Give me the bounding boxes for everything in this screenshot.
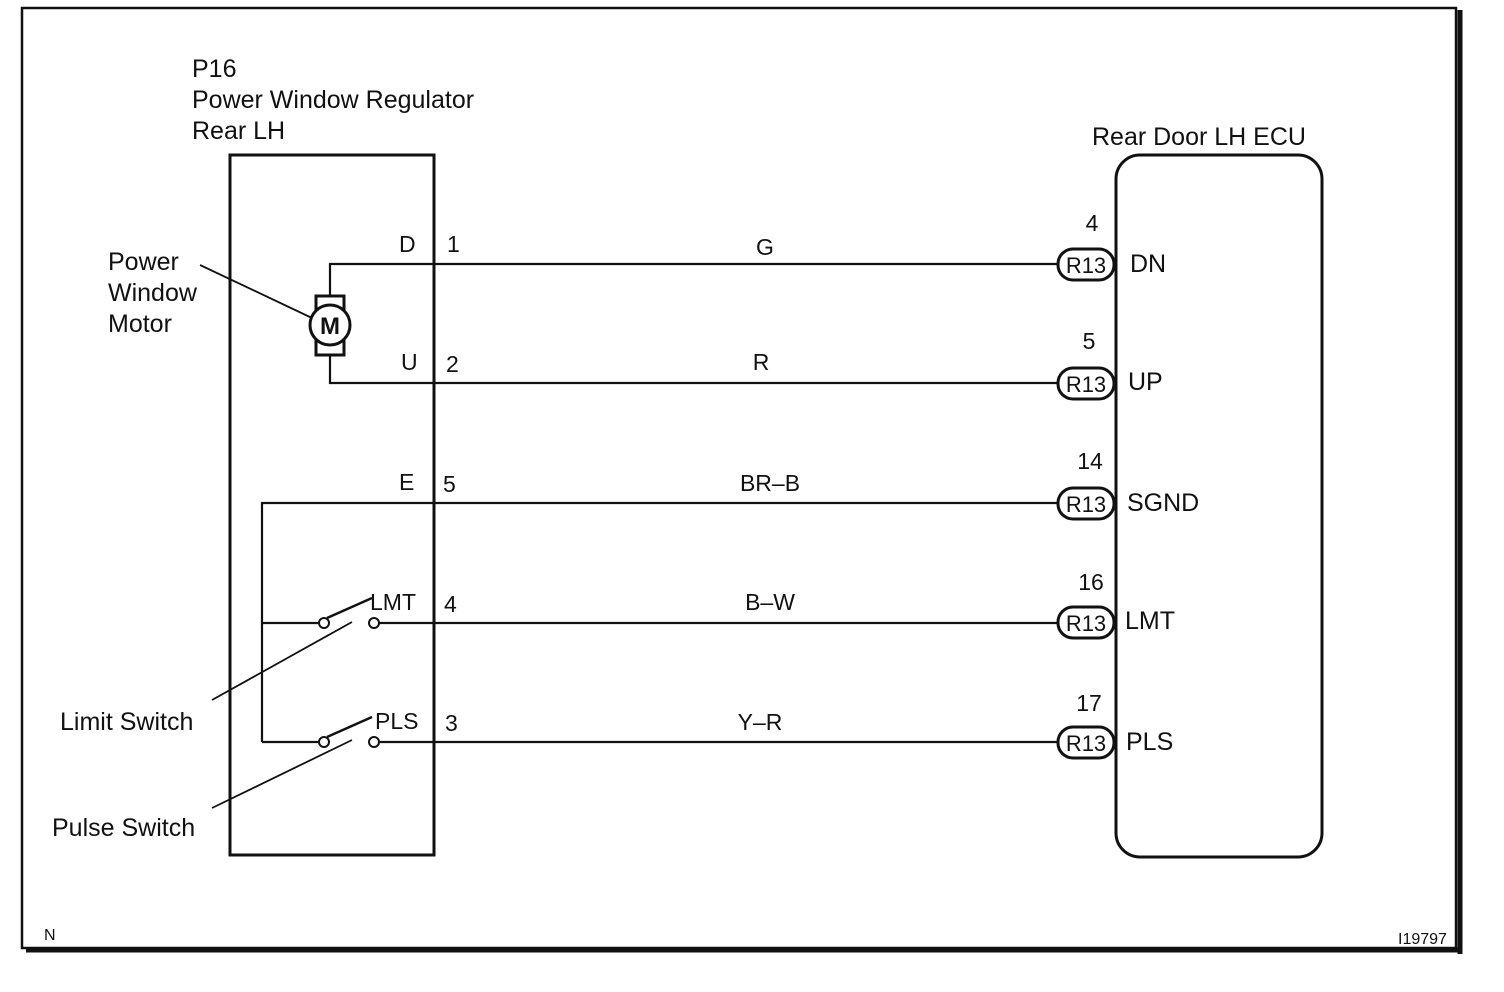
connector-r13-pls-label: R13 xyxy=(1066,731,1106,756)
regulator-box xyxy=(228,153,436,857)
limit-switch-contact-right xyxy=(368,617,380,629)
regulator-pin-3: 3 xyxy=(445,710,458,736)
wire-color-br-b: BR–B xyxy=(740,470,800,496)
motor-label-line1: Power xyxy=(108,248,179,276)
regulator-terminal-u: U xyxy=(401,349,418,375)
wire-color-b-w: B–W xyxy=(745,589,795,615)
limit-switch-blade xyxy=(326,596,373,620)
regulator-terminal-pls: PLS xyxy=(375,708,418,734)
footer-left-code: N xyxy=(44,927,56,944)
ecu-terminal-pls: PLS xyxy=(1126,728,1173,756)
limit-switch-label: Limit Switch xyxy=(60,708,193,736)
ecu-pin-4: 4 xyxy=(1086,210,1099,236)
regulator-name-line2: Rear LH xyxy=(192,117,285,145)
ecu-pin-5: 5 xyxy=(1083,328,1096,354)
circuit-lmt: LMT 4 B–W 16 R13 LMT xyxy=(370,569,1175,640)
pulse-switch-label: Pulse Switch xyxy=(52,814,195,842)
footer-right-code: I19797 xyxy=(1398,931,1447,948)
wire-color-g: G xyxy=(756,234,774,260)
circuit-dn: D 1 G 4 R13 DN xyxy=(399,210,1166,282)
regulator-pin-2: 2 xyxy=(446,351,459,377)
motor-leader-line xyxy=(199,264,313,319)
connector-r13-up xyxy=(1056,366,1116,401)
wire-color-r: R xyxy=(753,349,770,375)
regulator-terminal-lmt: LMT xyxy=(370,589,416,615)
ecu-name: Rear Door LH ECU xyxy=(1092,123,1306,151)
circuit-pls: PLS 3 Y–R 17 R13 PLS xyxy=(375,690,1173,760)
pulse-switch-contact-right xyxy=(368,736,380,748)
ecu-box xyxy=(1114,153,1324,859)
regulator-terminal-d: D xyxy=(399,231,416,257)
ecu-terminal-sgnd: SGND xyxy=(1127,489,1199,517)
regulator-pin-5: 5 xyxy=(443,471,456,497)
connector-r13-dn-label: R13 xyxy=(1066,253,1106,278)
diagram-frame xyxy=(20,6,1463,954)
ecu-terminal-dn: DN xyxy=(1130,250,1166,278)
connector-r13-lmt-label: R13 xyxy=(1066,611,1106,636)
circuit-up: U 2 R 5 R13 UP xyxy=(401,328,1163,401)
regulator-code: P16 xyxy=(192,55,236,83)
regulator-pin-4: 4 xyxy=(444,591,457,617)
regulator-terminal-e: E xyxy=(399,469,414,495)
connector-r13-lmt xyxy=(1056,605,1116,640)
ecu-pin-16: 16 xyxy=(1078,569,1104,595)
connector-r13-up-label: R13 xyxy=(1066,372,1106,397)
motor-icon xyxy=(308,303,352,347)
connector-r13-sgnd xyxy=(1056,486,1116,521)
motor-circuit: M xyxy=(308,262,434,385)
connector-r13-sgnd-label: R13 xyxy=(1066,492,1106,517)
connector-r13-dn xyxy=(1056,247,1116,282)
ecu-pin-17: 17 xyxy=(1076,690,1102,716)
motor-symbol: M xyxy=(320,313,340,340)
pulse-switch-blade xyxy=(326,715,373,739)
limit-switch-leader-line xyxy=(211,621,353,701)
ecu-terminal-up: UP xyxy=(1128,368,1163,396)
limit-switch-contact-left xyxy=(318,617,330,629)
wire-color-y-r: Y–R xyxy=(738,709,783,735)
regulator-name-line1: Power Window Regulator xyxy=(192,86,474,114)
pulse-switch-contact-left xyxy=(318,736,330,748)
motor-label-line2: Window xyxy=(108,279,198,307)
ecu-terminal-lmt: LMT xyxy=(1125,607,1175,635)
motor-label-line3: Motor xyxy=(108,310,172,338)
connector-r13-pls xyxy=(1056,725,1116,760)
ecu-pin-14: 14 xyxy=(1077,448,1103,474)
circuit-sgnd: E 5 BR–B 14 R13 SGND xyxy=(399,448,1199,521)
regulator-pin-1: 1 xyxy=(447,231,460,257)
switch-circuit xyxy=(260,501,434,748)
pulse-switch-leader-line xyxy=(211,739,353,809)
